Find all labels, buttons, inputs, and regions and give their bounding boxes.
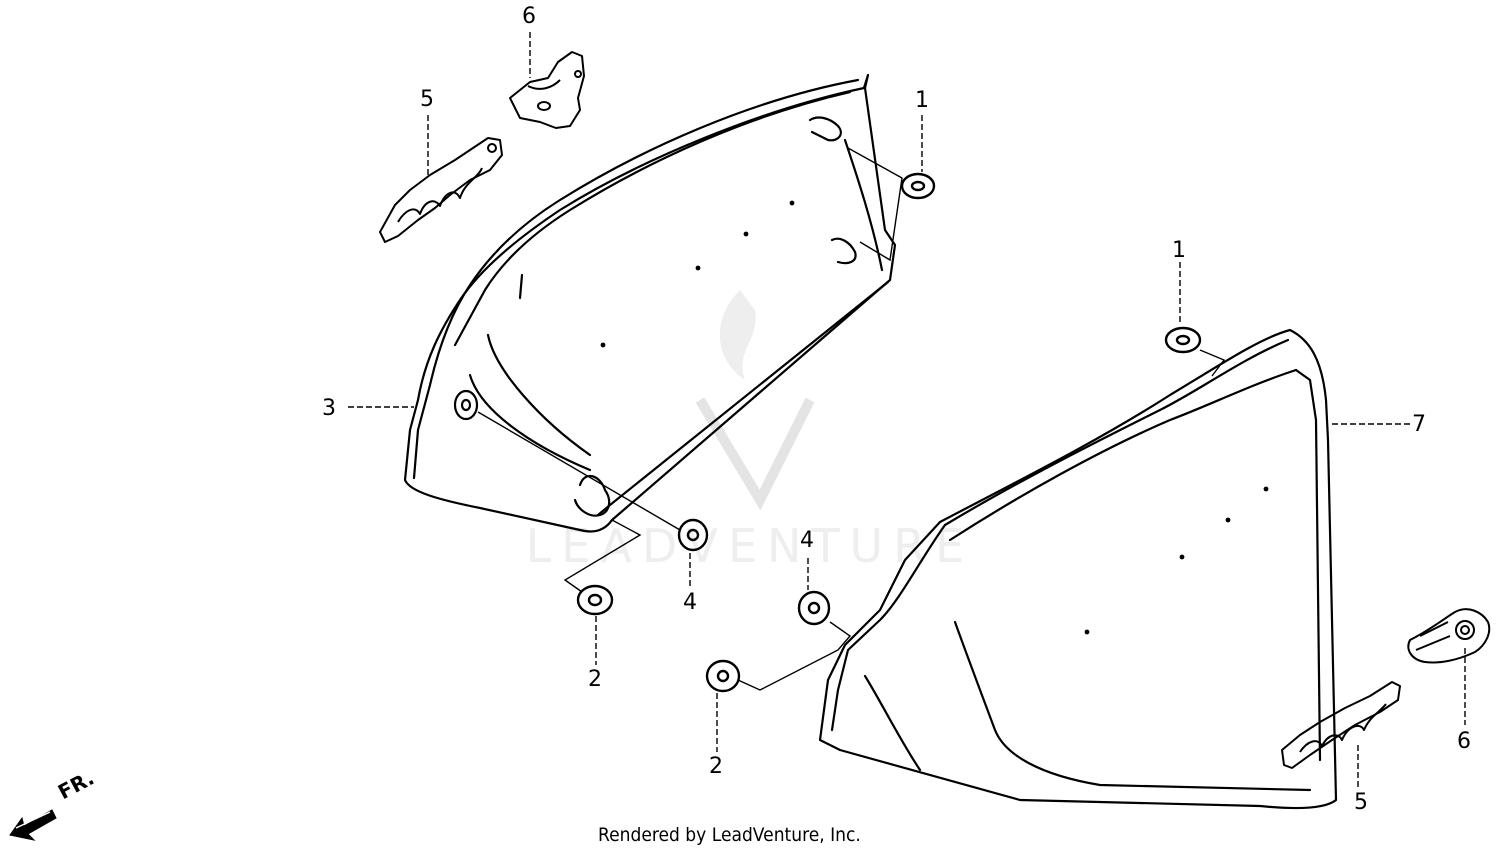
right-emblem-part-6 [1407,608,1491,664]
callout-left-grommet-2: 2 [588,667,602,692]
leader-lines [348,32,1466,788]
grommet-left-1 [900,172,936,200]
right-cover-mount-holes [1084,486,1269,635]
callout-right-grommet-4: 4 [800,528,814,553]
left-side-cover [403,73,897,533]
callout-right-grommet-2: 2 [709,754,723,779]
grommets [576,172,1202,693]
watermark-text: LEADVENTURE [526,519,975,573]
right-badge-part-5 [1281,681,1401,769]
callout-left-grommet-1: 1 [915,88,929,113]
callout-right-cover-7: 7 [1412,412,1426,437]
callout-left-cover-3: 3 [322,396,336,421]
callout-right-grommet-1: 1 [1172,238,1186,263]
watermark-logo [695,290,815,511]
grommet-right-1 [1164,326,1202,354]
credit-text: Rendered by LeadVenture, Inc. [598,824,861,846]
callout-right-emblem-6: 6 [1457,729,1471,754]
callout-left-grommet-4: 4 [683,590,697,615]
grommet-right-4 [797,590,831,626]
connector-lines [477,147,1226,691]
grommet-right-2 [705,659,741,693]
left-badge-part-5 [379,137,503,243]
callout-left-emblem-6: 6 [522,4,536,29]
left-cover-mount-holes [600,200,795,348]
callout-left-badge-5: 5 [420,87,434,112]
grommet-left-2 [576,584,614,616]
right-side-cover [818,328,1338,810]
front-direction-arrow [9,809,57,841]
grommet-left-4 [677,518,709,552]
left-emblem-part-6 [509,51,585,129]
callout-right-badge-5: 5 [1354,790,1368,815]
